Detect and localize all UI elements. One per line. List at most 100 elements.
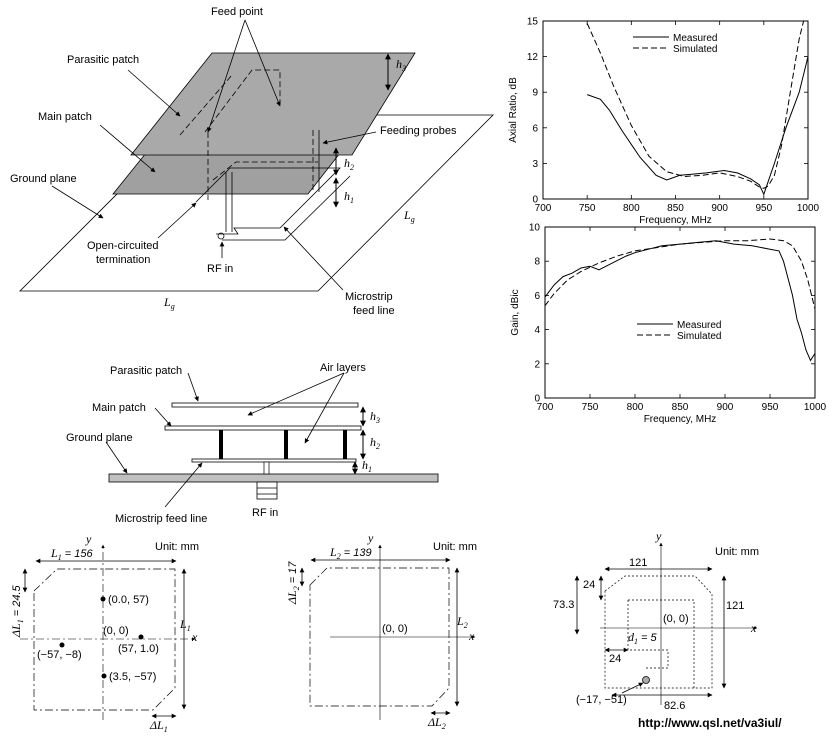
parasitic-patch-label: Parasitic patch <box>67 54 139 66</box>
side-parasitic-label: Parasitic patch <box>110 365 182 377</box>
panel3-unit: Unit: mm <box>715 546 759 558</box>
feed-point-marker <box>138 634 144 640</box>
x-tick-label: 800 <box>623 203 640 214</box>
y-tick-label: 6 <box>532 123 538 134</box>
microstrip-label-2: feed line <box>353 305 395 317</box>
side-h3-label: h3 <box>370 409 380 425</box>
origin-label: (0, 0) <box>103 625 129 637</box>
x-tick-label: 700 <box>535 203 552 214</box>
feed-coordinate-label: (−17, −51) <box>576 694 627 706</box>
dim-73-3: 73.3 <box>553 599 574 611</box>
panel3-x-label: x <box>750 621 757 635</box>
feed-point-marker <box>101 673 107 679</box>
lg-right-label: Lg <box>403 208 415 224</box>
side-view-diagram: Parasitic patch Main patch Ground plane … <box>66 362 439 525</box>
main-patch-bar <box>164 425 362 431</box>
air-layers-label: Air layers <box>320 362 366 374</box>
x-tick-label: 900 <box>711 203 728 214</box>
side-h1-label: h1 <box>362 458 372 474</box>
panel1-x-label: x <box>191 630 198 644</box>
dim-121-right: 121 <box>726 600 744 612</box>
x-tick-label: 1000 <box>804 402 827 413</box>
parasitic-patch-bar <box>171 402 359 408</box>
d1-label: d1 = 5 <box>628 630 658 646</box>
panel1-dl1-bottom-label: ΔL1 <box>149 718 168 734</box>
x-axis-label: Frequency, MHz <box>644 414 717 425</box>
microstrip-bar <box>191 458 357 463</box>
side-rf-in-label: RF in <box>252 507 278 519</box>
x-tick-label: 750 <box>582 402 599 413</box>
main-patch-label: Main patch <box>38 111 92 123</box>
isometric-antenna-diagram: Feed point Parasitic patch Main patch Gr… <box>10 6 494 317</box>
main-patch-dimension-panel: Unit: mm y x L1 = 156 ΔL1 = 24.5 L1 ΔL1 … <box>9 532 199 734</box>
y-tick-label: 12 <box>527 52 539 63</box>
legend-label: Measured <box>677 320 721 331</box>
parasitic-patch-shape <box>130 52 416 156</box>
microstrip-label-1: Microstrip <box>345 291 393 303</box>
y-tick-label: 9 <box>532 88 538 99</box>
y-tick-label: 4 <box>534 325 540 336</box>
point-label: (0.0, 57) <box>108 594 149 606</box>
panel2-y-label: y <box>367 531 374 545</box>
panel2-unit: Unit: mm <box>433 541 477 553</box>
y-tick-label: 3 <box>532 159 538 170</box>
plot-frame <box>544 226 816 399</box>
x-tick-label: 950 <box>755 203 772 214</box>
parasitic-patch-dimension-panel: Unit: mm y x L2 = 139 ΔL2 = 17 L2 ΔL2 (0… <box>285 531 477 731</box>
x-axis-label: Frequency, MHz <box>639 215 712 226</box>
dim-24-vertical: 24 <box>583 579 595 591</box>
y-tick-label: 6 <box>534 291 540 302</box>
ground-plane-bar <box>108 473 439 483</box>
legend-label: Simulated <box>673 44 717 55</box>
feed-point-marker <box>59 642 65 648</box>
origin-label: (0, 0) <box>382 623 408 635</box>
x-tick-label: 800 <box>627 402 644 413</box>
open-circuited-label-1: Open-circuited <box>87 240 159 252</box>
x-tick-label: 850 <box>667 203 684 214</box>
panel2-l2-label: L2 = 139 <box>329 545 372 561</box>
side-microstrip-label: Microstrip feed line <box>115 513 207 525</box>
dim-121-top: 121 <box>629 557 647 569</box>
side-h2-label: h2 <box>370 435 380 451</box>
x-tick-label: 950 <box>762 402 779 413</box>
y-tick-label: 2 <box>534 359 540 370</box>
panel3-y-label: y <box>655 529 662 543</box>
point-label: (57, 1.0) <box>118 643 159 655</box>
feeding-probes-label: Feeding probes <box>380 125 457 137</box>
dim-24-horizontal: 24 <box>609 653 621 665</box>
series-line-measured <box>587 56 809 196</box>
source-url[interactable]: http://www.qsl.net/va3iul/ <box>638 716 782 730</box>
x-tick-label: 750 <box>579 203 596 214</box>
side-ground-plane-label: Ground plane <box>66 432 133 444</box>
microstrip-feed-shape <box>195 167 341 235</box>
panel2-l2-right-label: L2 <box>456 614 468 630</box>
lg-bottom-label: Lg <box>163 295 175 311</box>
panel1-unit: Unit: mm <box>155 541 199 553</box>
point-label: (−57, −8) <box>37 649 82 661</box>
point-label: (3.5, −57) <box>109 671 156 683</box>
h2-label: h2 <box>344 156 354 172</box>
y-tick-label: 0 <box>534 394 540 405</box>
rf-connector-icon <box>256 481 278 500</box>
panel2-dl2-bottom-label: ΔL2 <box>427 715 446 731</box>
legend-label: Simulated <box>677 331 721 342</box>
panel1-y-label: y <box>85 532 92 546</box>
series-line-measured <box>544 240 816 362</box>
y-tick-label: 0 <box>532 195 538 206</box>
feed-point-label: Feed point <box>211 6 263 18</box>
panel1-l1-label: L1 = 156 <box>50 546 93 562</box>
ground-plane-label: Ground plane <box>10 173 77 185</box>
panel1-dl1-label: ΔL1 = 24.5 <box>9 584 25 638</box>
dim-82-6: 82.6 <box>664 700 685 712</box>
feed-point-marker <box>642 676 650 684</box>
feed-point-marker <box>100 596 106 602</box>
legend-label: Measured <box>673 33 717 44</box>
rf-in-label: RF in <box>207 263 233 275</box>
panel1-l1-right-label: L1 <box>179 617 191 633</box>
x-tick-label: 700 <box>537 402 554 413</box>
open-circuited-label-2: termination <box>96 254 150 266</box>
series-line-simulated <box>586 20 805 189</box>
x-tick-label: 900 <box>717 402 734 413</box>
